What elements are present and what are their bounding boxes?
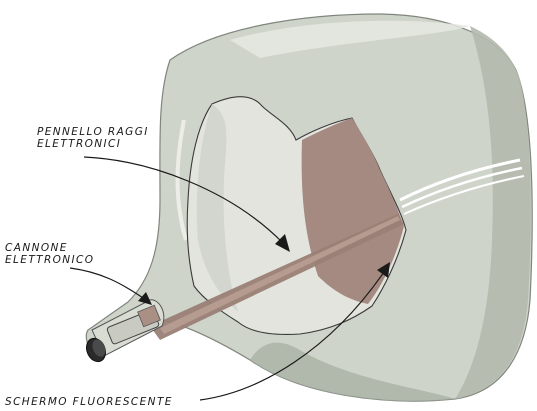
label-fluorescent-screen-line1: SCHERMO FLUORESCENTE — [5, 396, 173, 408]
label-electron-gun: CANNONE ELETTRONICO — [5, 242, 94, 266]
label-electron-beam-line2: ELETTRONICI — [37, 138, 149, 150]
label-electron-beam-line1: PENNELLO RAGGI — [37, 126, 149, 138]
label-fluorescent-screen: SCHERMO FLUORESCENTE — [5, 396, 173, 408]
label-electron-beam: PENNELLO RAGGI ELETTRONICI — [37, 126, 149, 150]
label-electron-gun-line2: ELETTRONICO — [5, 254, 94, 266]
label-electron-gun-line1: CANNONE — [5, 242, 94, 254]
